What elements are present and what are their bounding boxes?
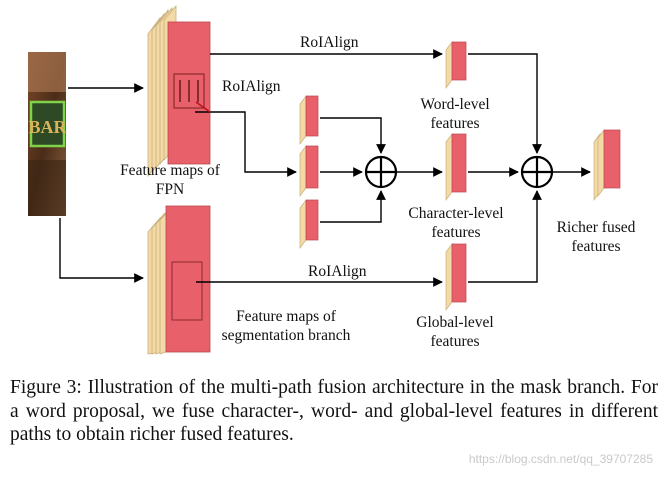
seg-label-line2: segmentation branch	[221, 327, 351, 344]
roi-highlight	[195, 101, 211, 113]
char-feature-block-2	[299, 144, 319, 198]
input-image: BAR	[28, 52, 67, 216]
richer-fused-label-line2: features	[571, 238, 621, 255]
roialign-label-top: RoIAlign	[300, 34, 359, 51]
richer-fused-label: Richer fused features	[538, 218, 654, 256]
segmentation-feature-maps	[147, 205, 211, 355]
roialign-label-mid: RoIAlign	[222, 78, 281, 95]
character-level-label: Character-level features	[394, 204, 518, 242]
roialign-label-bottom: RoIAlign	[308, 263, 367, 280]
circled-plus-icon	[364, 155, 398, 189]
architecture-diagram: BAR	[28, 4, 621, 355]
word-level-label-line1: Word-level	[420, 96, 490, 113]
fpn-label-line1: Feature maps of	[120, 162, 220, 179]
char-feature-block-3	[299, 198, 319, 250]
figure-caption: Figure 3: Illustration of the multi-path…	[10, 377, 658, 445]
word-level-label: Word-level features	[400, 95, 510, 133]
character-level-label-line1: Character-level	[408, 205, 504, 222]
word-level-label-line2: features	[430, 115, 480, 132]
fpn-label: Feature maps of FPN	[100, 161, 240, 199]
fpn-label-line2: FPN	[155, 181, 185, 198]
seg-label-line1: Feature maps of	[236, 308, 336, 325]
richer-fused-feature-block	[593, 128, 621, 202]
character-level-feature-block	[445, 132, 467, 202]
input-image-text: BAR	[28, 117, 67, 137]
arrows	[59, 49, 591, 287]
char-feature-block-1	[299, 94, 319, 146]
seg-label: Feature maps of segmentation branch	[196, 307, 376, 345]
character-level-label-line2: features	[431, 224, 481, 241]
word-level-feature-block	[445, 40, 467, 90]
global-level-label-line2: features	[430, 333, 480, 350]
global-level-label-line1: Global-level	[416, 314, 494, 331]
watermark: https://blog.csdn.net/qq_39707285	[468, 452, 653, 466]
fpn-feature-maps	[147, 4, 211, 178]
global-level-feature-block	[445, 242, 467, 312]
richer-fused-label-line1: Richer fused	[556, 219, 636, 236]
global-level-label: Global-level features	[400, 313, 510, 351]
circled-plus-icon	[520, 155, 554, 189]
